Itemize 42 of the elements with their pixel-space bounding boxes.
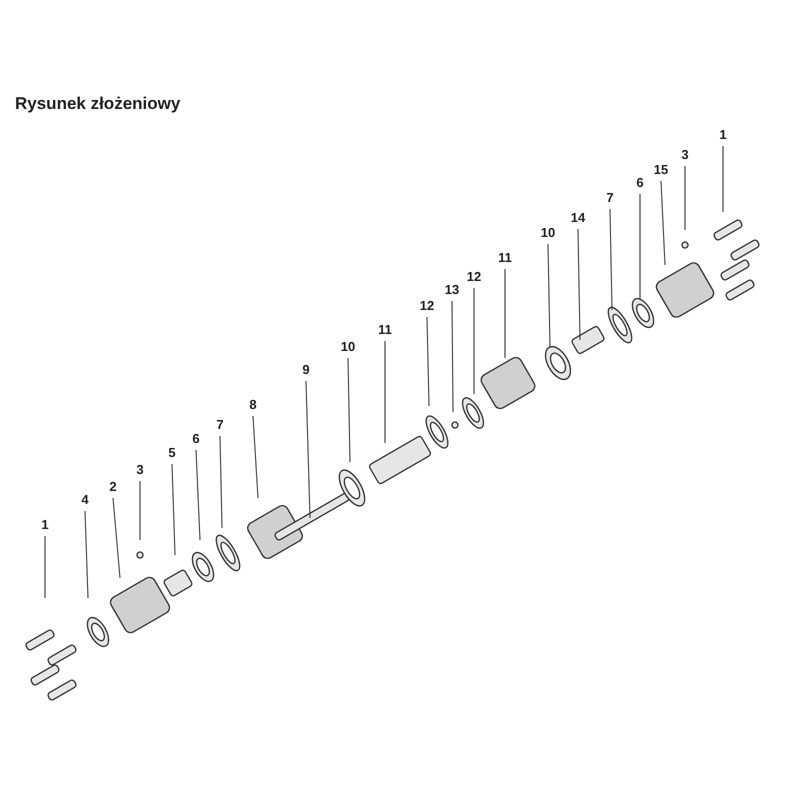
callout-number: 10 [340, 339, 356, 354]
callout-number: 9 [302, 362, 310, 377]
leader-line [84, 510, 88, 598]
leader-line [384, 340, 386, 444]
leader-line [348, 358, 350, 462]
callout-number: 6 [636, 175, 644, 190]
leader-line [504, 268, 506, 358]
leader-line [220, 436, 222, 528]
leader-line [44, 536, 46, 598]
leader-line [172, 464, 176, 556]
callout-number: 11 [378, 322, 392, 337]
callout-number: 10 [540, 225, 556, 240]
callout-number: 14 [570, 210, 586, 225]
callout-number: 13 [444, 282, 460, 297]
callout-number: 3 [681, 147, 689, 162]
leader-line [112, 498, 120, 578]
callout-number: 2 [109, 479, 117, 494]
leader-line [660, 180, 666, 266]
callout-number: 15 [654, 162, 668, 177]
callout-number: 6 [192, 431, 200, 446]
leader-line [548, 244, 550, 348]
leader-line [684, 166, 686, 230]
callout-number: 11 [498, 250, 512, 265]
leader-line [722, 146, 724, 212]
leader-line [252, 416, 258, 498]
callout-number: 7 [606, 190, 614, 205]
leader-line [578, 228, 580, 340]
callout-number: 12 [466, 269, 482, 284]
callout-number: 3 [136, 462, 144, 477]
callout-number: 1 [41, 517, 49, 532]
leader-line [426, 316, 430, 406]
callout-number: 1 [719, 127, 727, 142]
callout-number: 5 [168, 445, 176, 460]
leader-line [196, 450, 200, 540]
callout-number: 4 [81, 492, 89, 507]
callout-number: 7 [216, 417, 224, 432]
leader-line [452, 300, 454, 412]
title: Rysunek złożeniowy [15, 94, 180, 114]
callout-number: 8 [249, 397, 257, 412]
leader-line [610, 208, 612, 310]
leader-line [306, 380, 310, 518]
callout-number: 12 [420, 298, 434, 313]
